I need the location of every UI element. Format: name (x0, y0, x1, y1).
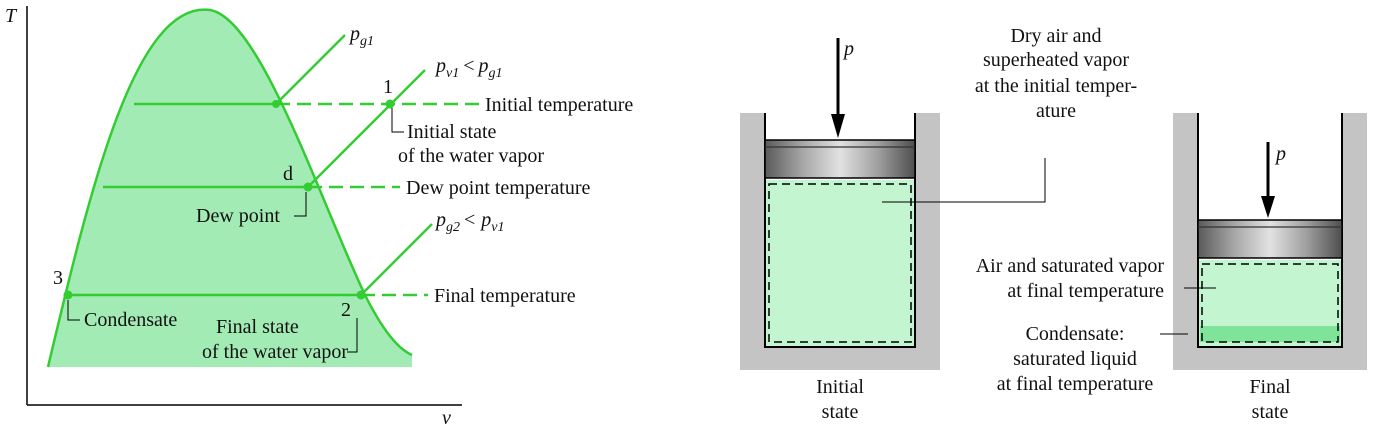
point-3-marker (63, 290, 73, 300)
isobar-pv1 (307, 69, 426, 188)
initial-container-outline (764, 113, 916, 348)
final-pressure-arrow-head (1261, 196, 1275, 218)
cond-label-3: at final temperature (997, 373, 1154, 395)
dome-sat-vapor-marker (272, 100, 280, 108)
initial-pressure-label: p (842, 38, 854, 60)
condensate-leader (67, 300, 80, 321)
dry-air-label-4: ature (1036, 100, 1076, 122)
air-sat-label-2: at final temperature (1007, 280, 1164, 302)
isobar-pv1-label: pv1<pg1 (434, 55, 503, 81)
point-3-label: 3 (53, 267, 63, 289)
point-2-label: 2 (341, 299, 351, 321)
v-axis-label: v (442, 407, 451, 429)
final-state-caption-2: state (1252, 401, 1289, 423)
final-wall-left (1173, 113, 1198, 370)
initial-system-boundary (768, 183, 912, 343)
cond-label-2: saturated liquid (1013, 348, 1137, 370)
final-state-leader (347, 318, 358, 353)
dry-air-label-1: Dry air and (1010, 25, 1101, 47)
initial-state-label-2: of the water vapor (398, 145, 544, 167)
tv-diagram: T v pg1 pv1<pg1 pg2<pv1 1 Initial temper… (5, 5, 633, 429)
t-axis-label: T (5, 5, 18, 27)
initial-state-caption-2: state (822, 401, 859, 423)
point-1-marker (385, 99, 395, 109)
initial-wall-bottom (740, 347, 940, 370)
final-condensate-layer (1200, 326, 1340, 342)
point-d-label: d (283, 163, 293, 185)
initial-state-cylinder: p Dry air and superheated vapor at the i… (740, 25, 1137, 423)
initial-wall-left (740, 113, 765, 370)
dry-air-label-3: at the initial temper- (975, 75, 1137, 97)
dew-point-label: Dew point (196, 205, 280, 227)
final-system-boundary (1201, 263, 1339, 343)
point-1-label: 1 (383, 76, 393, 98)
point-2-marker (356, 290, 366, 300)
dry-air-label-2: superheated vapor (983, 49, 1129, 71)
initial-state-label-1: Initial state (407, 121, 497, 143)
final-state-label-1: Final state (216, 316, 299, 338)
initial-pressure-arrow-head (831, 114, 845, 138)
final-piston (1197, 219, 1343, 259)
air-sat-label-1: Air and saturated vapor (976, 255, 1165, 277)
isobar-pg2 (360, 223, 433, 296)
two-phase-dome-region (48, 9, 412, 367)
dry-air-leader (882, 158, 1046, 203)
initial-gas-region (765, 180, 915, 347)
condensate-label: Condensate (84, 309, 177, 331)
initial-wall-right (915, 113, 940, 370)
final-state-caption-1: Final (1249, 376, 1291, 398)
dew-point-leader (294, 192, 307, 217)
final-state-cylinder: p Air and saturated vapor at final tempe… (976, 113, 1367, 423)
dew-point-temperature-label: Dew point temperature (406, 177, 590, 199)
point-d-marker (303, 182, 313, 192)
saturation-dome-curve (46, 8, 413, 368)
final-pressure-label: p (1274, 143, 1286, 165)
final-wall-right (1342, 113, 1367, 370)
initial-piston (764, 139, 916, 179)
cond-label-1: Condensate: (1026, 323, 1125, 345)
initial-state-caption-1: Initial (816, 376, 864, 398)
initial-state-leader (391, 108, 404, 133)
final-temperature-label: Final temperature (434, 285, 576, 307)
isobar-pg2-label: pg2<pv1 (434, 209, 505, 235)
isobar-pg1 (275, 34, 346, 105)
isobar-pg1-label: pg1 (348, 23, 374, 49)
final-wall-bottom (1173, 347, 1367, 370)
initial-temperature-label: Initial temperature (485, 94, 633, 116)
final-state-label-2: of the water vapor (202, 341, 348, 363)
